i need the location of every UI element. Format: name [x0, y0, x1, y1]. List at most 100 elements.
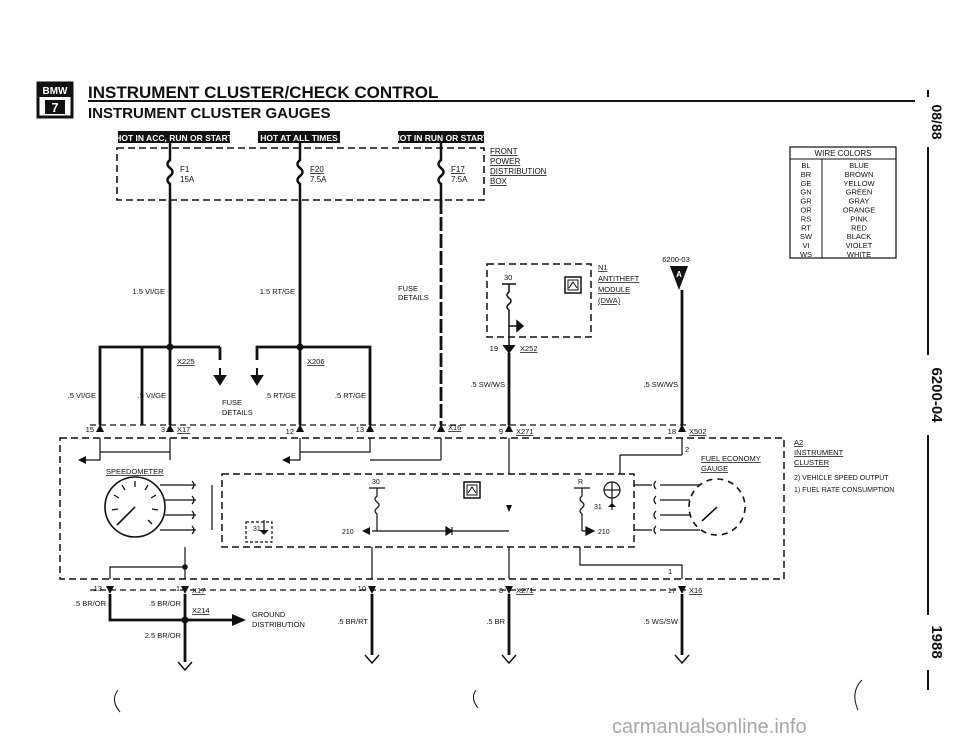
fuse-details-arrow-2	[250, 368, 264, 386]
logo-sub: 7	[51, 100, 58, 115]
svg-text:HOT IN ACC, RUN OR START: HOT IN ACC, RUN OR START	[115, 133, 233, 143]
speedometer-label: SPEEDOMETER	[106, 467, 164, 476]
power-box-label: FRONT POWER DISTRIBUTION BOX	[490, 147, 547, 186]
instrument-cluster-outline	[59, 437, 785, 580]
cluster-module-icon	[463, 481, 481, 499]
module-name-3: (DWA)	[598, 296, 621, 305]
logo-text: BMW	[43, 86, 69, 97]
cluster-pin-31b: 31	[594, 504, 602, 511]
fuse-f20-label: F20	[310, 165, 324, 174]
wire-color-name: WHITE	[847, 250, 871, 259]
wire-label-1-5-vige: 1.5 VI/GE	[132, 287, 165, 296]
conn-x271-bottom: X271	[516, 586, 534, 595]
antitheft-module-outline	[486, 263, 592, 338]
module-ref: N1	[598, 263, 608, 272]
hot-label-run: HOT IN RUN OR START	[394, 131, 489, 143]
module-name-2: MODULE	[598, 285, 630, 294]
wire-label-vige: .5 VI/GE	[138, 391, 166, 400]
pin-7: 7	[432, 423, 436, 432]
side-year: 1988	[928, 625, 945, 658]
wire-color-code: SW	[800, 232, 813, 241]
ground-dist-arrow	[232, 614, 246, 626]
conn-x271-top: X271	[516, 427, 534, 436]
wire-color-code: WS	[800, 250, 812, 259]
cluster-ref-a2: A2	[794, 438, 803, 447]
fuse-f1-label: F1	[180, 165, 190, 174]
pin-13: 13	[356, 425, 364, 434]
fuse-details-arrow-1	[213, 368, 227, 386]
conn-x225: X225	[177, 357, 195, 366]
bottom-connector-row	[106, 586, 686, 594]
wire-label-rtge-b: .5 RT/GE	[335, 391, 366, 400]
splice-x214-node	[181, 616, 189, 624]
hot-label-always: HOT AT ALL TIMES	[258, 131, 340, 143]
wire-color-code: BL	[801, 161, 810, 170]
pin-1b: 1	[668, 567, 672, 576]
fuse-details-label-2b: DETAILS	[222, 408, 253, 417]
hot-label-acc: HOT IN ACC, RUN OR START	[115, 131, 234, 143]
pin-15: 15	[86, 425, 94, 434]
cluster-note-2: 1) FUEL RATE CONSUMPTION	[794, 487, 894, 494]
cluster-pin-210b: 210	[598, 529, 610, 536]
pin-18: 18	[668, 427, 676, 436]
fuse-f1	[166, 143, 174, 200]
pin-9: 9	[499, 427, 503, 436]
cluster-ground-node	[182, 564, 188, 570]
wire-color-name: ORANGE	[843, 206, 876, 215]
wire-color-code: GE	[801, 179, 812, 188]
page-subtitle: INSTRUMENT CLUSTER GAUGES	[88, 105, 331, 122]
svg-text:HOT AT ALL TIMES: HOT AT ALL TIMES	[260, 133, 338, 143]
cluster-r: R	[578, 479, 583, 486]
wire-label-br: .5 BR	[486, 617, 505, 626]
speedometer-icon	[104, 476, 166, 538]
cluster-name-2: CLUSTER	[794, 458, 830, 467]
module-pin-30: 30	[504, 273, 512, 282]
pin-8: 8	[499, 586, 503, 595]
conn-x17-top: X17	[177, 425, 190, 434]
pin-3: 3	[161, 425, 165, 434]
wire-color-name: BLUE	[849, 161, 869, 170]
splice-x225-bar	[98, 345, 220, 425]
cluster-pin-30: 30	[372, 479, 380, 486]
svg-text:FRONT: FRONT	[490, 147, 518, 156]
splice-x206-node	[296, 343, 304, 351]
svg-text:DISTRIBUTION: DISTRIBUTION	[490, 167, 547, 176]
wire-colors-title: WIRE COLORS	[815, 149, 872, 158]
cluster-arrow-210a	[362, 527, 370, 535]
cluster-note-1: 2) VEHICLE SPEED OUTPUT	[794, 475, 889, 482]
svg-text:A: A	[676, 270, 682, 279]
cluster-arrow-mid	[282, 456, 290, 464]
wire-label-bror-25: 2.5 BR/OR	[145, 631, 182, 640]
svg-text:POWER: POWER	[490, 157, 520, 166]
conn-x17-bottom: X17	[192, 586, 205, 595]
fuse-details-label-1b: DETAILS	[398, 293, 429, 302]
cluster-arrow-left	[78, 456, 86, 464]
ground-label-2: DISTRIBUTION	[252, 620, 305, 629]
ground-label-1: GROUND	[252, 610, 286, 619]
pin-13b: 13	[94, 584, 102, 593]
top-connector-row	[96, 424, 686, 432]
wire-color-code: GN	[800, 188, 811, 197]
fuse-f17-amp: 7.5A	[451, 175, 468, 184]
wire-color-code: GR	[800, 197, 812, 206]
svg-text:BOX: BOX	[490, 177, 508, 186]
wire-color-code: VI	[802, 241, 809, 250]
wire-color-name: GREEN	[846, 188, 873, 197]
fuel-gauge-label-2: GAUGE	[701, 464, 728, 473]
pin-1a: 1	[176, 584, 180, 593]
offpage-ref-a: A	[670, 266, 688, 290]
wire-color-name: BLACK	[847, 232, 872, 241]
bmw-logo: BMW 7	[36, 81, 74, 119]
conn-x252: X252	[520, 344, 538, 353]
module-icon	[564, 276, 582, 294]
conn-x16-top: X16	[448, 423, 461, 432]
cluster-arrow-down	[506, 505, 512, 512]
fuse-details-label-1: FUSE	[398, 284, 418, 293]
wire-color-name: GRAY	[849, 197, 870, 206]
splice-x225-node	[166, 343, 174, 351]
fuel-economy-gauge-icon	[688, 478, 746, 536]
pin-2: 2	[685, 445, 689, 454]
wire-label-bror-b: .5 BR/OR	[149, 599, 182, 608]
wire-color-code: BR	[801, 170, 812, 179]
